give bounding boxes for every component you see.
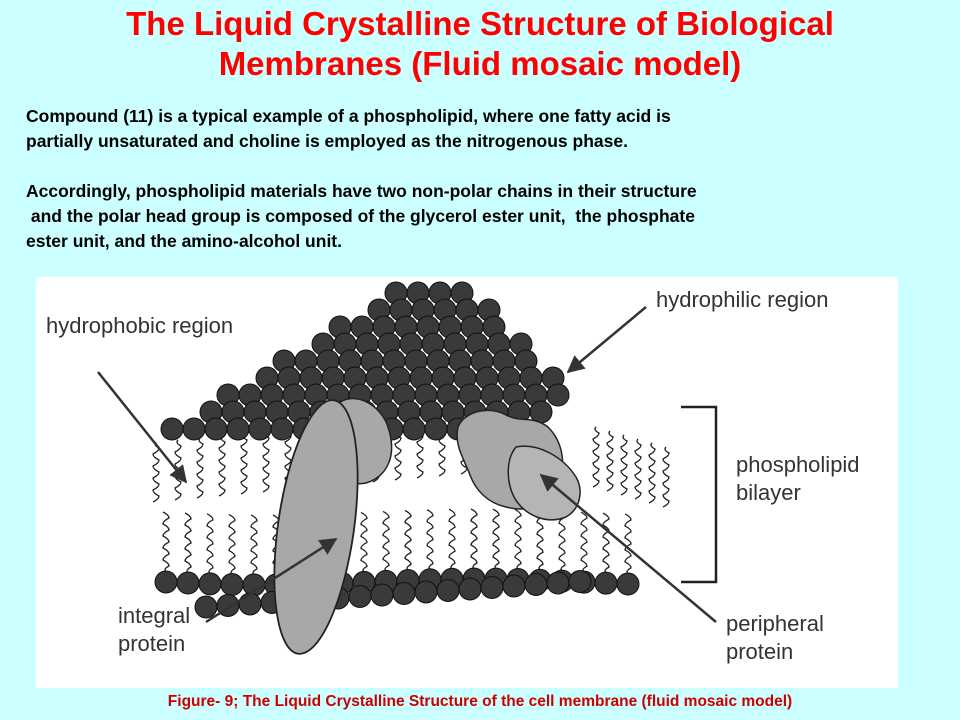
lipid-tail bbox=[262, 431, 270, 493]
peripheral-label-line-2: protein bbox=[726, 639, 794, 664]
lipid-tail bbox=[592, 426, 600, 488]
lipid-head bbox=[436, 579, 460, 602]
lipid-tail bbox=[218, 435, 226, 497]
lipid-head bbox=[238, 592, 262, 616]
paragraph-2-line-2: and the polar head group is composed of … bbox=[26, 206, 695, 226]
lipid-tail bbox=[648, 442, 656, 504]
lipid-tail bbox=[606, 430, 614, 492]
lipid-tail bbox=[196, 437, 204, 499]
hydrophobic-region-label: hydrophobic region bbox=[46, 313, 234, 338]
lipid-head bbox=[204, 417, 228, 441]
lipid-tail bbox=[624, 513, 632, 575]
lipid-head bbox=[424, 417, 448, 441]
lipid-head bbox=[182, 417, 206, 441]
page-title: The Liquid Crystalline Structure of Biol… bbox=[0, 4, 960, 84]
title-line-2: Membranes (Fluid mosaic model) bbox=[218, 45, 742, 82]
lipid-tail bbox=[662, 446, 670, 508]
integral-label-line-2: protein bbox=[118, 631, 186, 656]
lipid-head bbox=[226, 417, 250, 441]
lipid-tail bbox=[184, 512, 192, 574]
lipid-tail bbox=[470, 508, 478, 570]
lipid-head bbox=[370, 583, 394, 607]
lipid-tail bbox=[206, 513, 214, 575]
lipid-head bbox=[402, 417, 426, 441]
lipid-head bbox=[594, 571, 618, 595]
lipid-head bbox=[458, 577, 482, 601]
paragraph-2-line-3: ester unit, and the amino-alcohol unit. bbox=[26, 231, 342, 251]
lipid-tail bbox=[152, 441, 160, 503]
lipid-tail bbox=[580, 511, 588, 573]
lipid-head bbox=[248, 417, 272, 441]
upper-heads bbox=[160, 281, 570, 441]
lipid-head bbox=[546, 383, 570, 407]
lipid-tail bbox=[514, 508, 522, 571]
paragraph-1-line-1: Compound (11) is a typical example of a … bbox=[26, 106, 671, 126]
lipid-tail bbox=[536, 509, 544, 571]
lipid-head bbox=[220, 573, 244, 597]
hydrophilic-arrow bbox=[566, 306, 647, 374]
lipid-tail bbox=[404, 509, 412, 571]
lipid-head bbox=[480, 576, 504, 599]
peripheral-label-line-1: peripheral bbox=[726, 611, 824, 636]
lipid-tail bbox=[360, 511, 368, 573]
lipid-head bbox=[270, 417, 294, 441]
lipid-head bbox=[524, 573, 548, 596]
membrane-diagram bbox=[97, 281, 718, 655]
lipid-tail bbox=[492, 508, 500, 570]
title-line-1: The Liquid Crystalline Structure of Biol… bbox=[126, 5, 834, 42]
body-text: Compound (11) is a typical example of a … bbox=[26, 104, 956, 254]
bilayer-bracket bbox=[681, 405, 718, 584]
lipid-head bbox=[154, 570, 178, 594]
lower-heads bbox=[154, 567, 640, 619]
paragraph-1-line-2: partially unsaturated and choline is emp… bbox=[26, 131, 628, 151]
lipid-tail bbox=[382, 510, 390, 572]
lipid-tail bbox=[448, 508, 456, 570]
integral-arrow bbox=[205, 537, 338, 624]
lipid-head bbox=[568, 570, 592, 593]
lipid-head bbox=[198, 572, 222, 596]
lipid-tail bbox=[240, 433, 248, 495]
lipid-head bbox=[194, 595, 218, 619]
paragraph-2-line-1: Accordingly, phospholipid materials have… bbox=[26, 181, 697, 201]
lipid-tail bbox=[426, 509, 434, 571]
hydrophobic-arrow bbox=[97, 371, 188, 484]
peripheral-arrow bbox=[539, 473, 717, 623]
lipid-head bbox=[616, 572, 640, 596]
lipid-tail bbox=[634, 438, 642, 500]
lipid-head bbox=[392, 582, 416, 605]
membrane-figure: hydrophobic region hydrophilic region ph… bbox=[36, 277, 898, 688]
integral-label-line-1: integral bbox=[118, 603, 191, 628]
lipid-tail bbox=[250, 514, 258, 576]
lipid-head bbox=[502, 574, 526, 598]
lipid-tail bbox=[228, 513, 236, 575]
peripheral-protein-shape bbox=[456, 409, 581, 521]
paragraph-gap bbox=[26, 154, 956, 179]
bilayer-label-line-2: bilayer bbox=[736, 480, 801, 505]
lipid-tail bbox=[620, 434, 628, 496]
hydrophilic-region-label: hydrophilic region bbox=[656, 287, 829, 312]
figure-caption: Figure- 9; The Liquid Crystalline Struct… bbox=[167, 693, 793, 710]
lipid-tail bbox=[162, 511, 170, 573]
lipid-head bbox=[546, 571, 570, 595]
lipid-head bbox=[414, 580, 438, 604]
lipid-tail bbox=[602, 512, 610, 574]
lipid-tail bbox=[558, 510, 566, 572]
lipid-head bbox=[176, 571, 200, 595]
lipid-head bbox=[348, 585, 372, 608]
lipid-head bbox=[160, 417, 184, 441]
bilayer-label-line-1: phospholipid bbox=[736, 452, 860, 477]
integral-protein-shape bbox=[273, 397, 393, 655]
